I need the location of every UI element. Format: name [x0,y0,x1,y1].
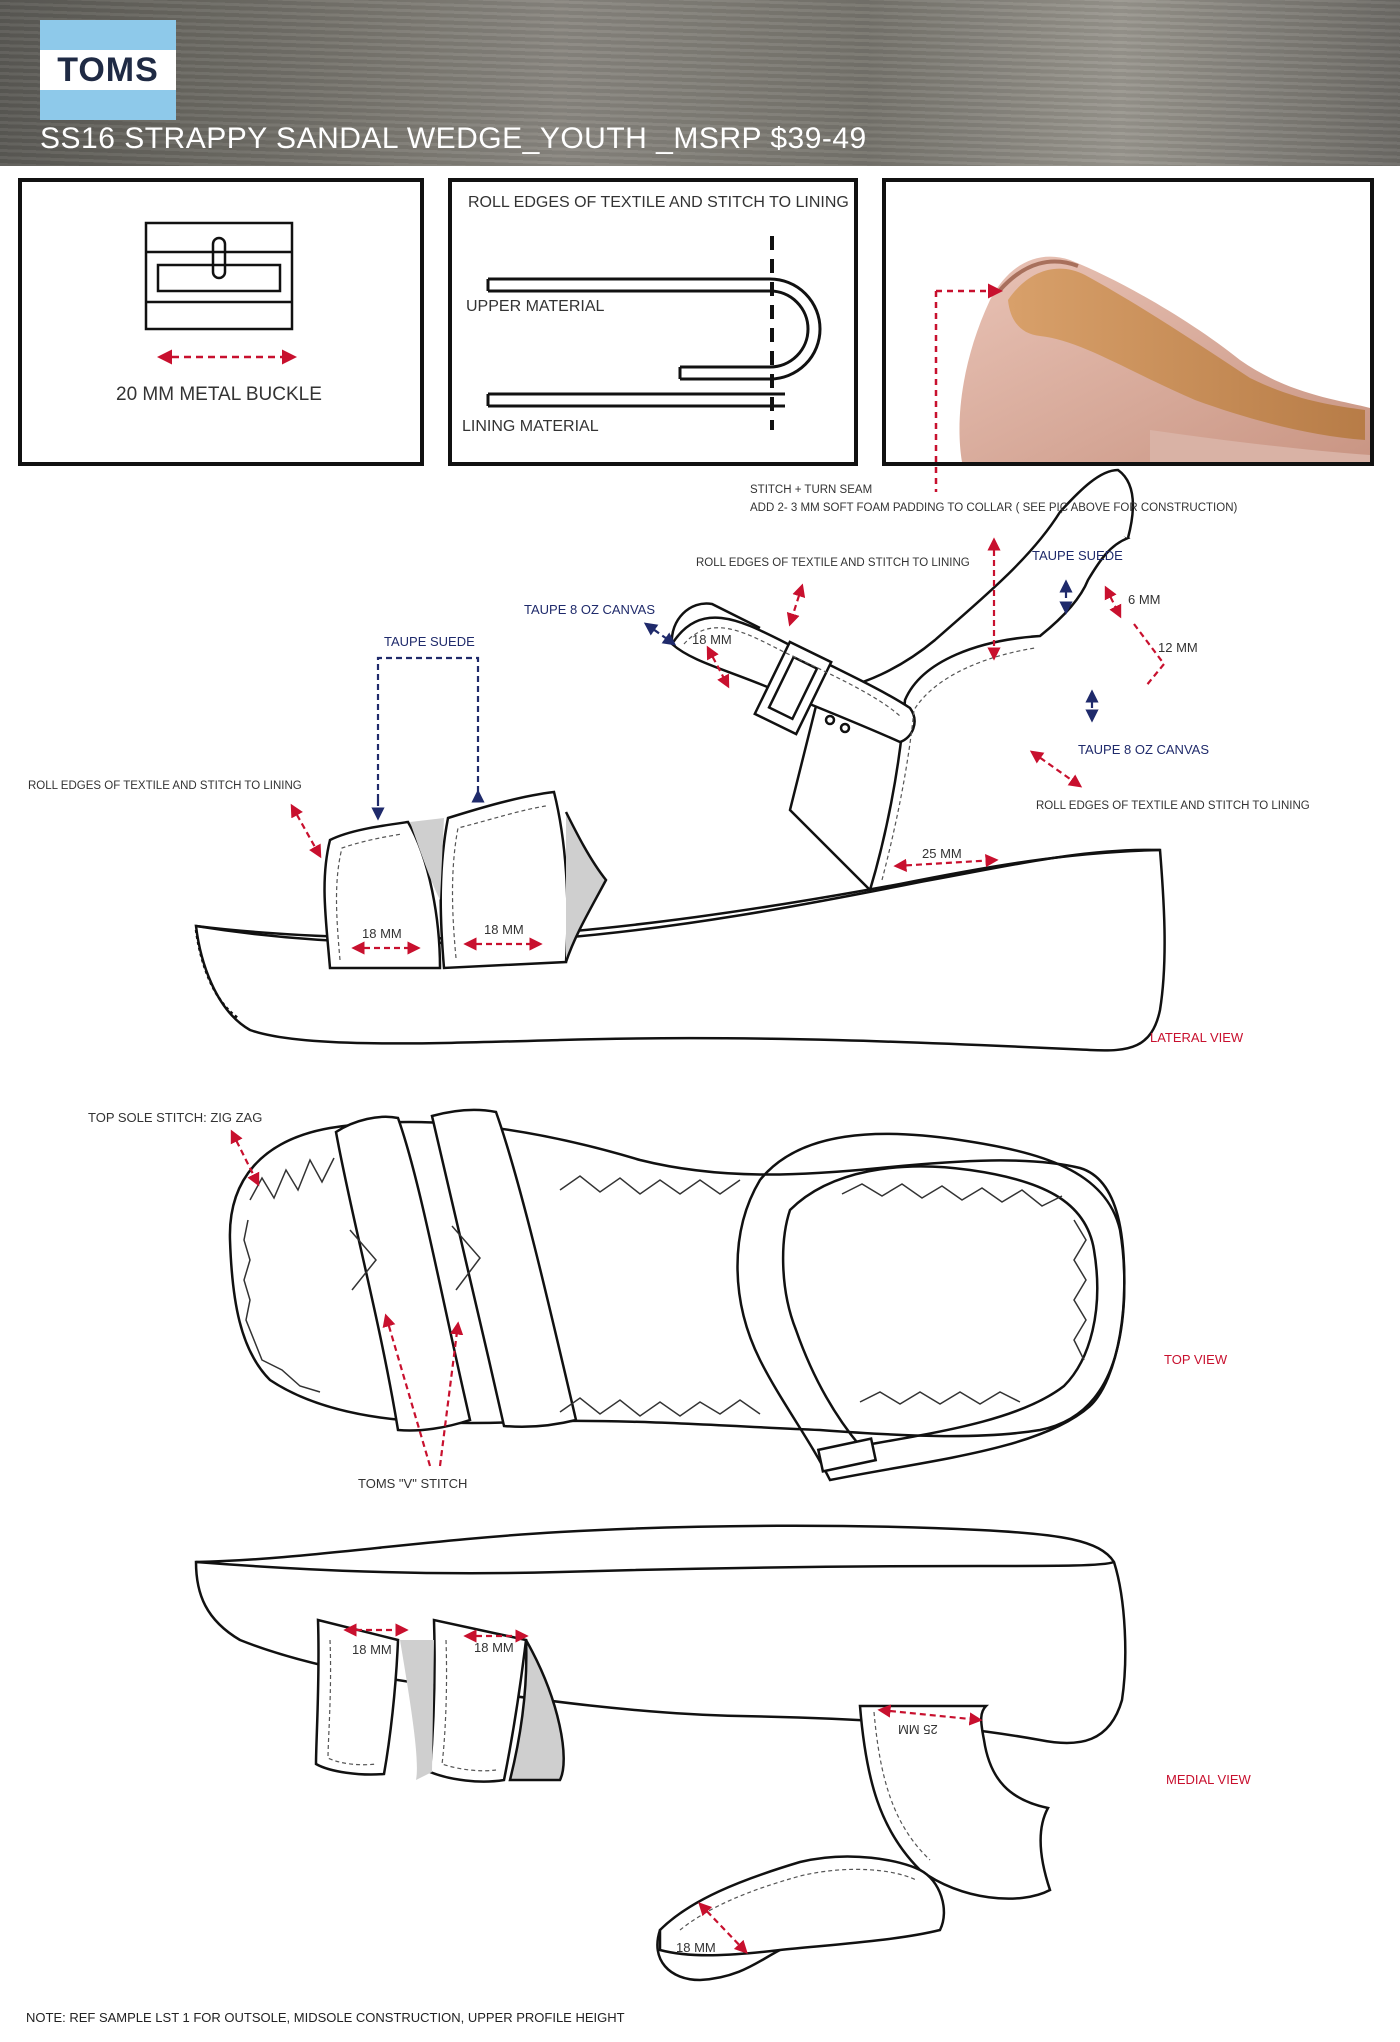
lining-material-label: LINING MATERIAL [462,418,599,435]
roll-edges-top-label: ROLL EDGES OF TEXTILE AND STITCH TO LINI… [696,557,970,569]
edge-fold-diagram [486,277,822,408]
medial-stitch-lines [327,1639,931,1931]
taupe-suede-center-label: TAUPE SUEDE [384,634,475,649]
dim-18mm-a-label: 18 MM [362,926,402,941]
dim-25mm-label: 25 MM [922,846,962,861]
dim-18mm-b-label: 18 MM [484,922,524,937]
dim-12mm-label: 12 MM [1158,640,1198,655]
lateral-view-sandal [194,468,1166,1052]
taupe-suede-right-label: TAUPE SUEDE [1032,548,1123,563]
roll-edges-right-label: ROLL EDGES OF TEXTILE AND STITCH TO LINI… [1036,800,1310,812]
lateral-stitch-lines [335,627,1036,961]
taupe-canvas-right-label: TAUPE 8 OZ CANVAS [1078,742,1209,757]
buckle-icon [144,221,294,331]
foam-padding-label: ADD 2- 3 MM SOFT FOAM PADDING TO COLLAR … [750,502,1238,514]
dim-18mm-d-label: 18 MM [474,1640,514,1655]
stitch-turn-seam-label: STITCH + TURN SEAM [750,484,873,496]
header-texture [0,0,1400,166]
edge-title: ROLL EDGES OF TEXTILE AND STITCH TO LINI… [468,194,849,211]
footer-note: NOTE: REF SAMPLE LST 1 FOR OUTSOLE, MIDS… [26,2010,625,2025]
medial-view-sandal [194,1524,1127,1982]
upper-material-label: UPPER MATERIAL [466,298,605,315]
v-stitch-label: TOMS "V" STITCH [358,1476,468,1491]
collar-photo [886,182,1370,462]
top-sole-stitch-label: TOP SOLE STITCH: ZIG ZAG [88,1110,263,1125]
dim-18mm-e-label: 18 MM [676,1940,716,1955]
taupe-canvas-left-label: TAUPE 8 OZ CANVAS [524,602,655,617]
lateral-view-label: LATERAL VIEW [1150,1030,1244,1045]
top-view-zigzag-stitch [243,1157,1087,1417]
edge-construction-panel [448,178,858,466]
top-view-sandal [228,1108,1126,1482]
top-view-callout-arrows [230,1129,464,1467]
buckle-label: 20 MM METAL BUCKLE [116,384,322,405]
header-banner: TOMS SS16 STRAPPY SANDAL WEDGE_YOUTH _MS… [0,0,1400,166]
roll-edges-left-label: ROLL EDGES OF TEXTILE AND STITCH TO LINI… [28,780,302,792]
dim-25mm-medial-label: 25 MM [898,1722,938,1737]
page-title: SS16 STRAPPY SANDAL WEDGE_YOUTH _MSRP $3… [40,122,867,155]
medial-callout-arrows [343,1623,983,1954]
dim-18mm-strap-label: 18 MM [692,632,732,647]
medial-view-label: MEDIAL VIEW [1166,1772,1251,1787]
top-view-label: TOP VIEW [1164,1352,1228,1367]
dim-18mm-c-label: 18 MM [352,1642,392,1657]
logo-text: TOMS [57,51,159,89]
lateral-callout-arrows [290,537,1166,955]
toms-logo: TOMS [40,20,176,120]
buckle-panel [18,178,424,466]
dim-6mm-label: 6 MM [1128,592,1161,607]
